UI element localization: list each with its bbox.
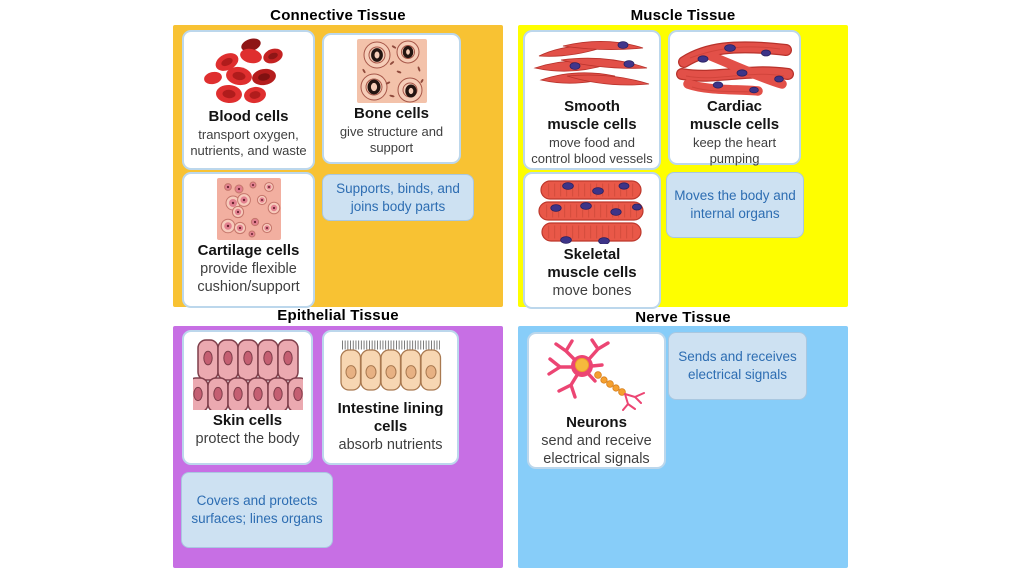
skeletal-muscle-cells-illustration <box>536 177 648 245</box>
card-title: Skeletal muscle cells <box>547 246 637 281</box>
muscle-function-note[interactable]: Moves the body and internal organs <box>666 172 804 238</box>
card-description: keep the heart pumping <box>692 135 777 166</box>
card-title: Blood cells <box>208 108 289 125</box>
bone-cells-illustration <box>356 38 427 104</box>
card-title: Smooth muscle cells <box>547 98 637 133</box>
skin-cells-illustration <box>192 335 303 411</box>
card-title: Skin cells <box>212 412 283 429</box>
epithelial-tissue-panel: Skin cells protect the body <box>173 326 503 568</box>
muscle-tissue-panel: Smooth muscle cells move food and contro… <box>518 25 848 309</box>
card-title: Bone cells <box>353 105 430 122</box>
smooth-muscle-cells-illustration <box>531 35 653 97</box>
card-description: protect the body <box>195 431 300 447</box>
blood-cells-illustration <box>197 35 301 107</box>
cardiac-muscle-cells-card[interactable]: Cardiac muscle cells keep the heart pump… <box>668 30 801 166</box>
card-title: Cardiac muscle cells <box>689 98 780 133</box>
bone-cells-card[interactable]: Bone cells give structure and support <box>322 33 461 164</box>
epithelial-function-note[interactable]: Covers and protects surfaces; lines orga… <box>181 472 333 548</box>
skin-cells-card[interactable]: Skin cells protect the body <box>182 330 313 465</box>
nerve-tissue-panel: Neurons send and receive electrical sign… <box>518 326 848 568</box>
card-description: provide flexible cushion/support <box>197 261 300 295</box>
smooth-muscle-cells-card[interactable]: Smooth muscle cells move food and contro… <box>523 30 661 170</box>
muscle-tissue-header: Muscle Tissue <box>630 7 736 24</box>
neuron-illustration <box>541 337 653 413</box>
skeletal-muscle-cells-card[interactable]: Skeletal muscle cells move bones <box>523 172 661 309</box>
card-description: move food and control blood vessels <box>531 135 653 166</box>
intestine-lining-cells-illustration <box>335 335 447 399</box>
neurons-card[interactable]: Neurons send and receive electrical sign… <box>527 332 666 469</box>
nerve-function-note[interactable]: Sends and receives electrical signals <box>668 332 807 400</box>
connective-tissue-panel: Blood cells transport oxygen, nutrients,… <box>173 25 503 308</box>
card-title: Cartilage cells <box>197 242 300 259</box>
cartilage-cells-illustration <box>216 177 281 241</box>
connective-function-note[interactable]: Supports, binds, and joins body parts <box>322 174 474 221</box>
card-title: Intestine lining cells <box>337 400 444 435</box>
card-description: move bones <box>552 283 632 299</box>
card-title: Neurons <box>566 414 627 431</box>
cardiac-muscle-cells-illustration <box>675 35 794 97</box>
card-description: absorb nutrients <box>338 437 443 453</box>
nerve-tissue-header: Nerve Tissue <box>635 309 731 326</box>
connective-tissue-header: Connective Tissue <box>270 7 406 24</box>
card-description: give structure and support <box>339 124 444 155</box>
card-description: transport oxygen, nutrients, and waste <box>190 127 307 158</box>
blood-cells-card[interactable]: Blood cells transport oxygen, nutrients,… <box>182 30 315 170</box>
cartilage-cells-card[interactable]: Cartilage cells provide flexible cushion… <box>182 172 315 308</box>
epithelial-tissue-header: Epithelial Tissue <box>277 307 399 324</box>
card-description: send and receive electrical signals <box>541 433 652 467</box>
intestine-lining-cells-card[interactable]: Intestine lining cells absorb nutrients <box>322 330 459 465</box>
